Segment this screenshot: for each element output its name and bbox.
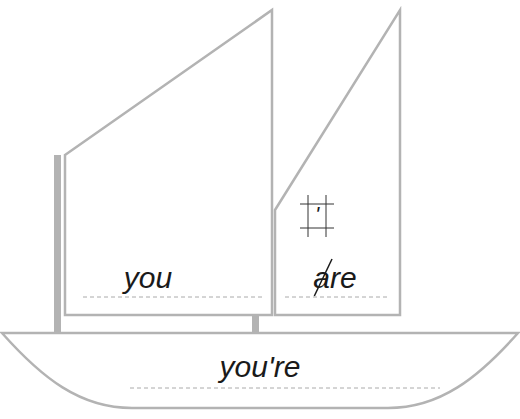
- word-label: you're: [220, 350, 301, 383]
- guide-line: [300, 228, 334, 229]
- outline: [65, 10, 272, 315]
- main-mast: [54, 155, 61, 333]
- outline: [2, 333, 518, 408]
- writing-line: [285, 297, 390, 298]
- left-sail: you: [63, 8, 275, 318]
- apostrophe-box: ': [305, 200, 329, 232]
- writing-line: [130, 388, 440, 389]
- right-sail: are ': [272, 8, 403, 318]
- word-label: you: [124, 261, 172, 294]
- boat-hull: you're: [0, 330, 520, 415]
- guide-line: [308, 195, 309, 237]
- outline: [275, 10, 400, 315]
- word-label: are: [313, 261, 356, 294]
- writing-line: [83, 297, 263, 298]
- apostrophe-mark: ': [315, 203, 319, 227]
- guide-line: [326, 195, 327, 237]
- small-mast: [252, 315, 259, 333]
